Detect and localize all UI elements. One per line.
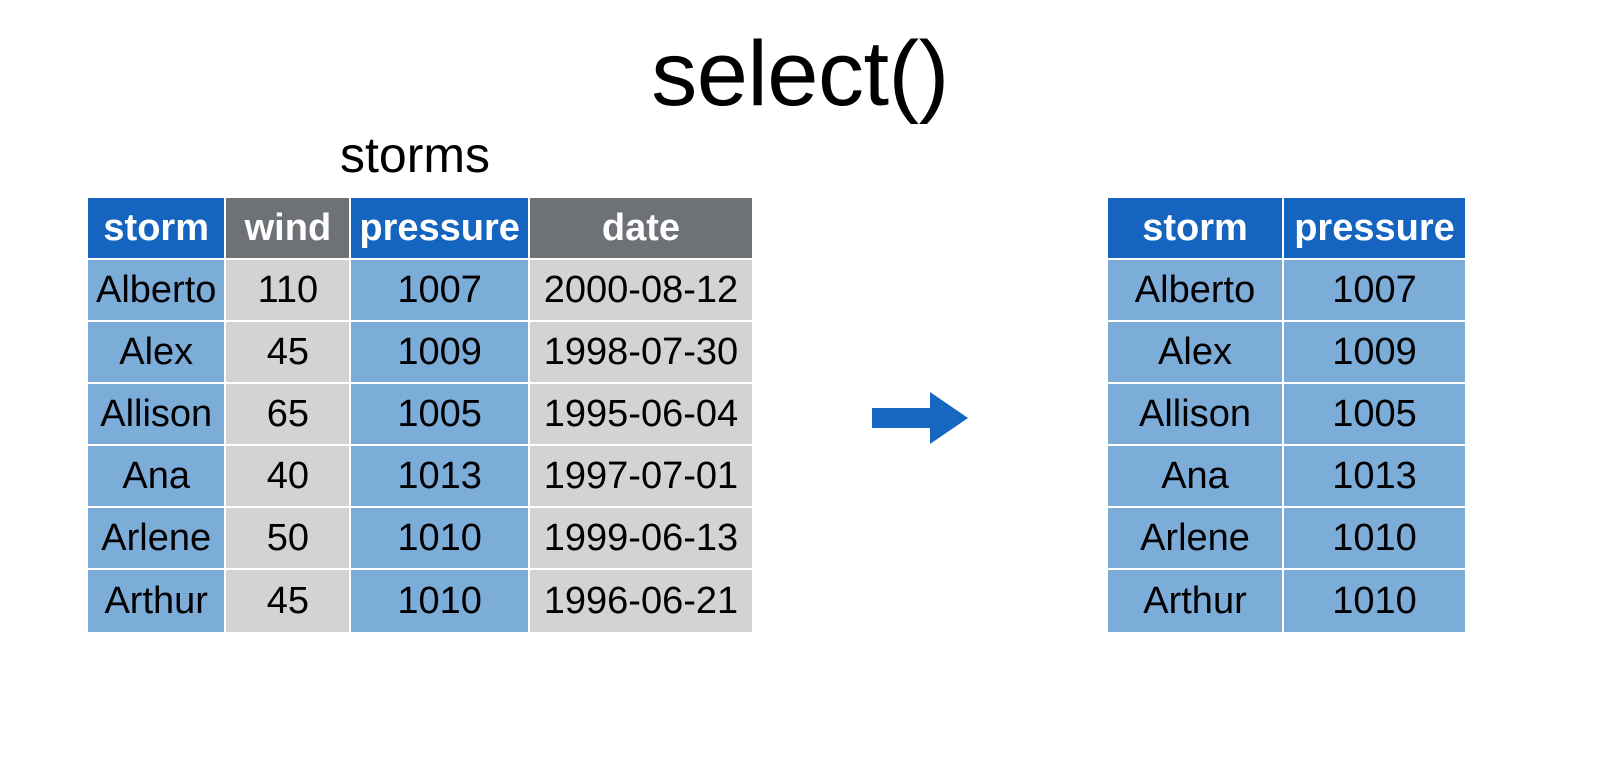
table-row: Allison 65 1005 1995-06-04: [88, 384, 752, 446]
cell-wind: 45: [226, 570, 352, 632]
cell-pressure: 1009: [351, 322, 530, 384]
table-row: Alex 1009: [1108, 322, 1465, 384]
cell-pressure: 1007: [351, 260, 530, 322]
cell-pressure: 1013: [1284, 446, 1465, 508]
cell-date: 2000-08-12: [529, 260, 752, 322]
cell-pressure: 1010: [1284, 570, 1465, 632]
column-header-date[interactable]: date: [529, 198, 752, 260]
column-header-wind[interactable]: wind: [226, 198, 352, 260]
cell-storm: Ana: [88, 446, 227, 508]
cell-storm: Ana: [1108, 446, 1284, 508]
column-header-storm[interactable]: storm: [1108, 198, 1284, 260]
column-header-storm[interactable]: storm: [88, 198, 227, 260]
table-header-row: storm pressure: [1108, 198, 1465, 260]
cell-storm: Alberto: [88, 260, 227, 322]
table-row: Arlene 50 1010 1999-06-13: [88, 508, 752, 570]
cell-wind: 45: [226, 322, 352, 384]
cell-date: 1996-06-21: [529, 570, 752, 632]
cell-storm: Arthur: [1108, 570, 1284, 632]
table-header-row: storm wind pressure date: [88, 198, 752, 260]
cell-date: 1999-06-13: [529, 508, 752, 570]
table-row: Arlene 1010: [1108, 508, 1465, 570]
cell-storm: Alberto: [1108, 260, 1284, 322]
cell-date: 1995-06-04: [529, 384, 752, 446]
cell-wind: 110: [226, 260, 352, 322]
cell-storm: Allison: [88, 384, 227, 446]
result-table: storm pressure Alberto 1007 Alex 1009 Al…: [1108, 198, 1465, 632]
cell-storm: Arlene: [88, 508, 227, 570]
cell-date: 1998-07-30: [529, 322, 752, 384]
table-row: Ana 40 1013 1997-07-01: [88, 446, 752, 508]
cell-storm: Alex: [1108, 322, 1284, 384]
cell-pressure: 1005: [351, 384, 530, 446]
table-row: Arthur 45 1010 1996-06-21: [88, 570, 752, 632]
cell-storm: Allison: [1108, 384, 1284, 446]
arrow-right-icon: [872, 392, 968, 444]
cell-date: 1997-07-01: [529, 446, 752, 508]
table-row: Ana 1013: [1108, 446, 1465, 508]
cell-pressure: 1007: [1284, 260, 1465, 322]
cell-storm: Alex: [88, 322, 227, 384]
cell-pressure: 1010: [351, 508, 530, 570]
cell-storm: Arthur: [88, 570, 227, 632]
cell-pressure: 1010: [1284, 508, 1465, 570]
cell-pressure: 1009: [1284, 322, 1465, 384]
cell-pressure: 1005: [1284, 384, 1465, 446]
table-row: Alex 45 1009 1998-07-30: [88, 322, 752, 384]
source-table: storm wind pressure date Alberto 110 100…: [88, 198, 752, 632]
column-header-pressure[interactable]: pressure: [1284, 198, 1465, 260]
table-row: Allison 1005: [1108, 384, 1465, 446]
table-row: Alberto 110 1007 2000-08-12: [88, 260, 752, 322]
cell-wind: 50: [226, 508, 352, 570]
cell-pressure: 1013: [351, 446, 530, 508]
page-title: select(): [651, 23, 949, 125]
cell-storm: Arlene: [1108, 508, 1284, 570]
cell-wind: 65: [226, 384, 352, 446]
column-header-pressure[interactable]: pressure: [351, 198, 530, 260]
cell-pressure: 1010: [351, 570, 530, 632]
table-row: Arthur 1010: [1108, 570, 1465, 632]
source-table-caption: storms: [340, 127, 490, 183]
cell-wind: 40: [226, 446, 352, 508]
table-row: Alberto 1007: [1108, 260, 1465, 322]
